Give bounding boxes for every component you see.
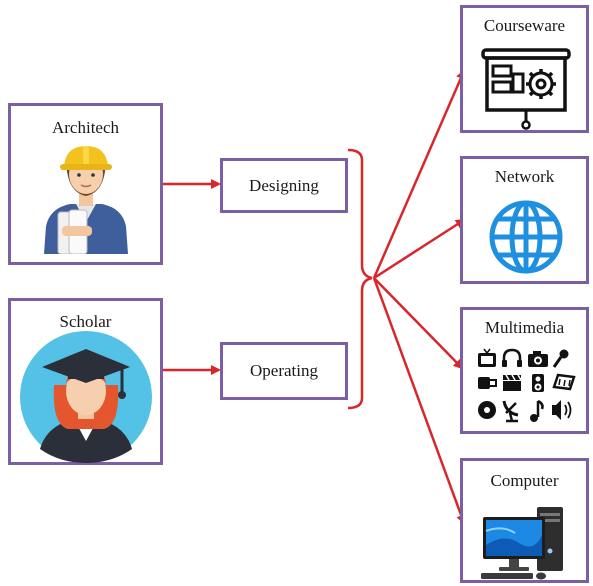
- speaker-icon: [532, 374, 544, 392]
- arrow-to-network: [373, 218, 466, 280]
- network-label: Network: [494, 167, 555, 186]
- microphone-icon: [552, 349, 569, 368]
- scholar-label: Scholar: [59, 312, 112, 331]
- network-box: Network: [460, 156, 589, 284]
- headphones-icon: [502, 348, 522, 367]
- film-strip-icon: [552, 373, 576, 391]
- operating-box: Operating: [220, 342, 348, 400]
- arrow-to-computer: [372, 277, 466, 525]
- architect-box: Architech: [8, 103, 163, 265]
- scholar-box: Scholar: [8, 298, 163, 465]
- designing-box: Designing: [220, 158, 348, 213]
- architect-icon: [44, 146, 128, 254]
- desktop-computer-icon: [481, 507, 563, 580]
- grouping-bracket: [347, 148, 373, 410]
- clapperboard-icon: [503, 374, 522, 391]
- multimedia-box: Multimedia: [460, 307, 589, 434]
- tv-icon: [478, 348, 496, 367]
- presentation-board-icon: [481, 48, 571, 130]
- video-projector-icon: [478, 377, 497, 389]
- volume-icon: [552, 400, 572, 420]
- computer-box: Computer: [460, 458, 589, 583]
- camera-icon: [528, 351, 548, 367]
- disc-icon: [478, 401, 496, 419]
- courseware-box: Courseware: [460, 5, 589, 133]
- computer-label: Computer: [490, 471, 559, 490]
- courseware-label: Courseware: [483, 16, 566, 35]
- multimedia-label: Multimedia: [484, 318, 565, 337]
- designing-label: Designing: [249, 175, 319, 195]
- operating-label: Operating: [250, 361, 318, 380]
- media-icons-grid: [478, 348, 576, 423]
- arrow-to-courseware: [372, 69, 466, 279]
- music-note-icon: [530, 399, 544, 422]
- arrow-to-multimedia: [373, 277, 464, 370]
- architect-label: Architech: [51, 118, 120, 137]
- satellite-icon: [502, 400, 519, 423]
- globe-icon: [489, 200, 563, 274]
- graduate-icon: [20, 331, 152, 463]
